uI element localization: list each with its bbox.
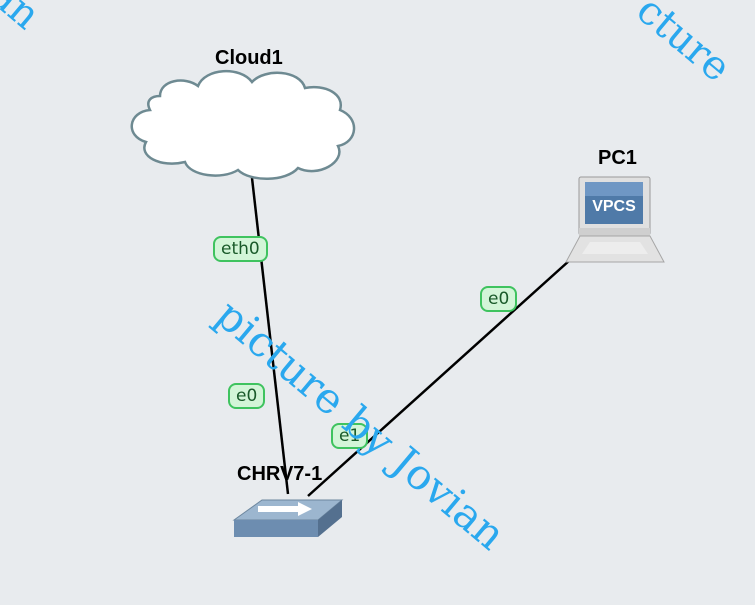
port-label-router-e1: e1 <box>331 423 369 449</box>
pc-icon[interactable] <box>565 176 665 263</box>
link-router-pc[interactable] <box>307 259 571 497</box>
cloud-icon[interactable] <box>130 69 356 180</box>
port-label-cloud-eth0: eth0 <box>213 236 268 262</box>
pc-label: PC1 <box>598 147 637 169</box>
router-icon[interactable] <box>232 499 344 537</box>
pc-screen-text: VPCS <box>592 198 636 215</box>
router-label: CHRV7-1 <box>237 463 323 485</box>
port-label-pc-e0: e0 <box>480 286 518 312</box>
link-cloud-router[interactable] <box>250 177 290 495</box>
cloud-label: Cloud1 <box>215 47 283 69</box>
port-label-router-e0: e0 <box>228 383 266 409</box>
